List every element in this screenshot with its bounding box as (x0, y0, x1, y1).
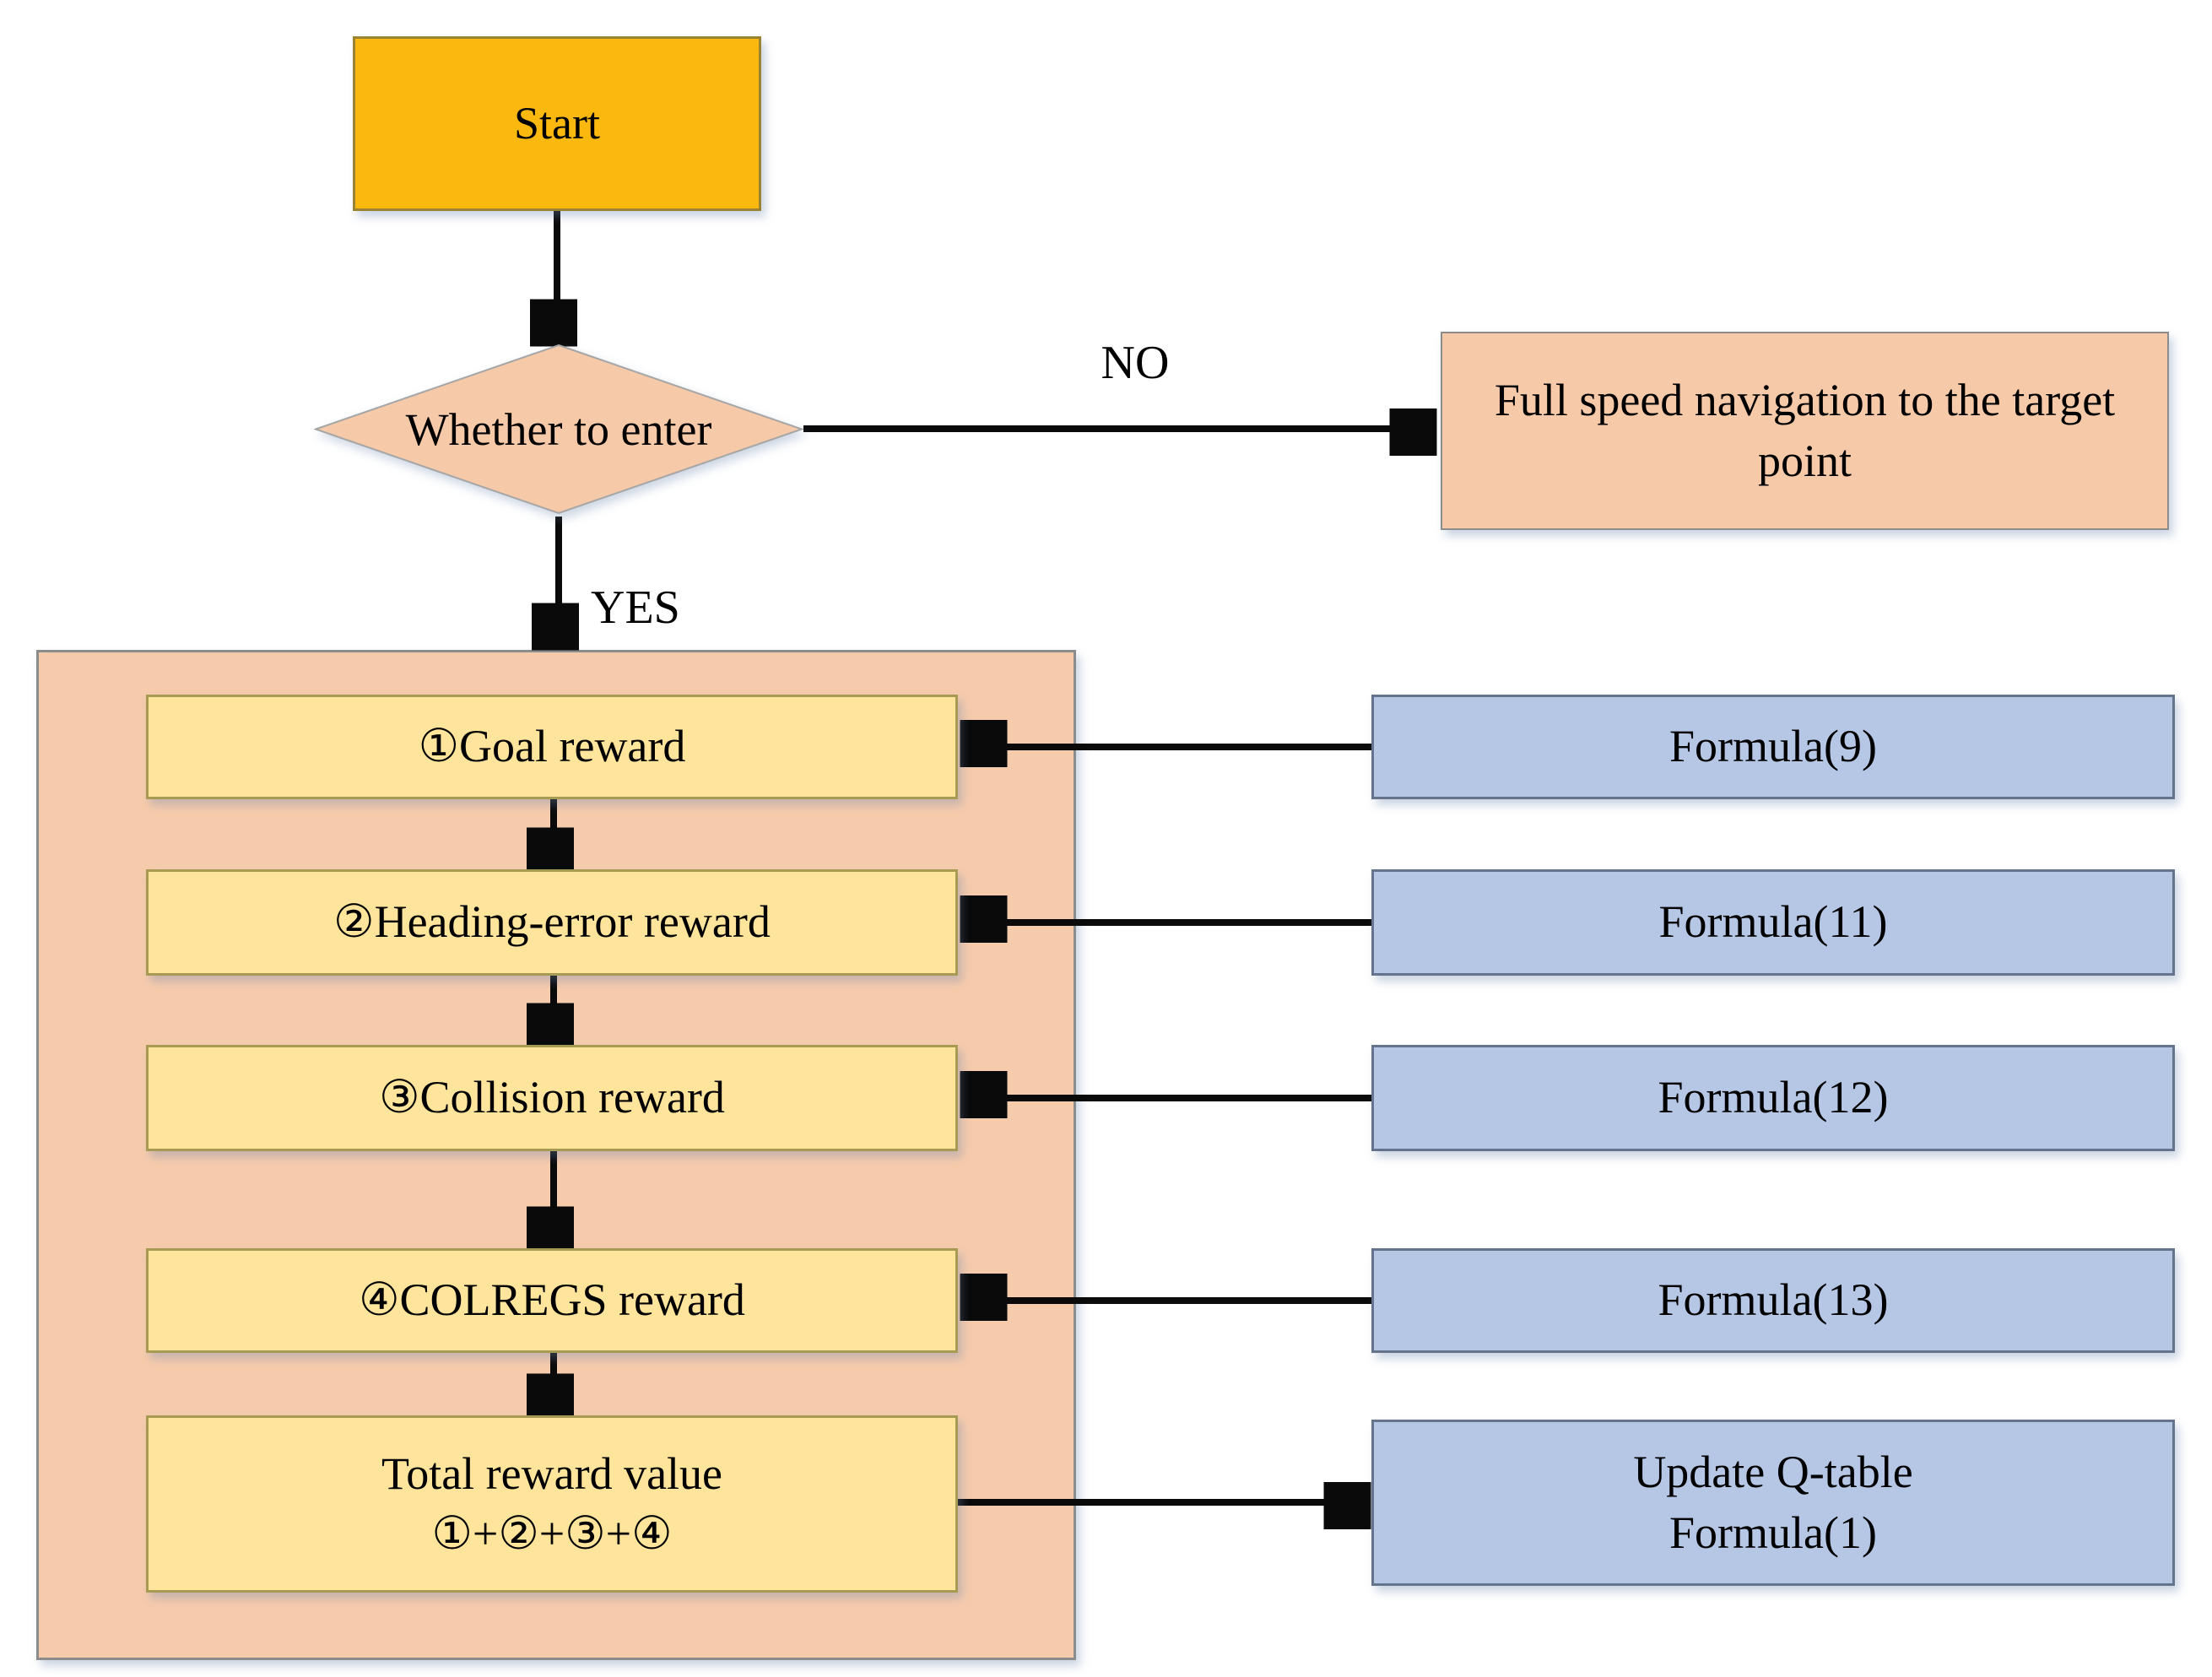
formula-11-node: Formula(11) (1371, 869, 2175, 976)
full-speed-label: Full speed navigation to the target poin… (1494, 375, 2116, 486)
formula-12-label: Formula(12) (1658, 1072, 1889, 1123)
goal-reward-label: ①Goal reward (418, 721, 686, 772)
no-label: NO (1101, 337, 1170, 389)
formula-13-node: Formula(13) (1371, 1248, 2175, 1353)
yes-label: YES (591, 582, 680, 634)
collision-reward-node: ③Collision reward (146, 1045, 958, 1151)
update-q-table-node: Update Q-table Formula(1) (1371, 1420, 2175, 1586)
collision-reward-label: ③Collision reward (379, 1072, 725, 1123)
full-speed-node: Full speed navigation to the target poin… (1441, 332, 2169, 530)
total-reward-line1: Total reward value (381, 1447, 723, 1499)
update-q-table-line2: Formula(1) (1669, 1507, 1877, 1558)
formula-13-label: Formula(13) (1658, 1274, 1889, 1326)
heading-error-reward-node: ②Heading-error reward (146, 869, 958, 976)
start-label: Start (514, 97, 600, 149)
total-reward-line2: ①+②+③+④ (431, 1508, 673, 1559)
total-reward-node: Total reward value ①+②+③+④ (146, 1415, 958, 1593)
decision-diamond-shape (314, 344, 803, 515)
goal-reward-node: ①Goal reward (146, 695, 958, 799)
formula-9-node: Formula(9) (1371, 695, 2175, 799)
formula-9-label: Formula(9) (1669, 721, 1877, 772)
start-node: Start (353, 36, 761, 211)
decision-label: Whether to enter (405, 403, 712, 455)
update-q-table-line1: Update Q-table (1633, 1447, 1913, 1498)
formula-12-node: Formula(12) (1371, 1045, 2175, 1151)
colregs-reward-label: ④COLREGS reward (359, 1274, 745, 1326)
colregs-reward-node: ④COLREGS reward (146, 1248, 958, 1353)
formula-11-label: Formula(11) (1658, 896, 1888, 948)
heading-error-reward-label: ②Heading-error reward (333, 896, 771, 948)
decision-diamond: Whether to enter (314, 344, 803, 515)
